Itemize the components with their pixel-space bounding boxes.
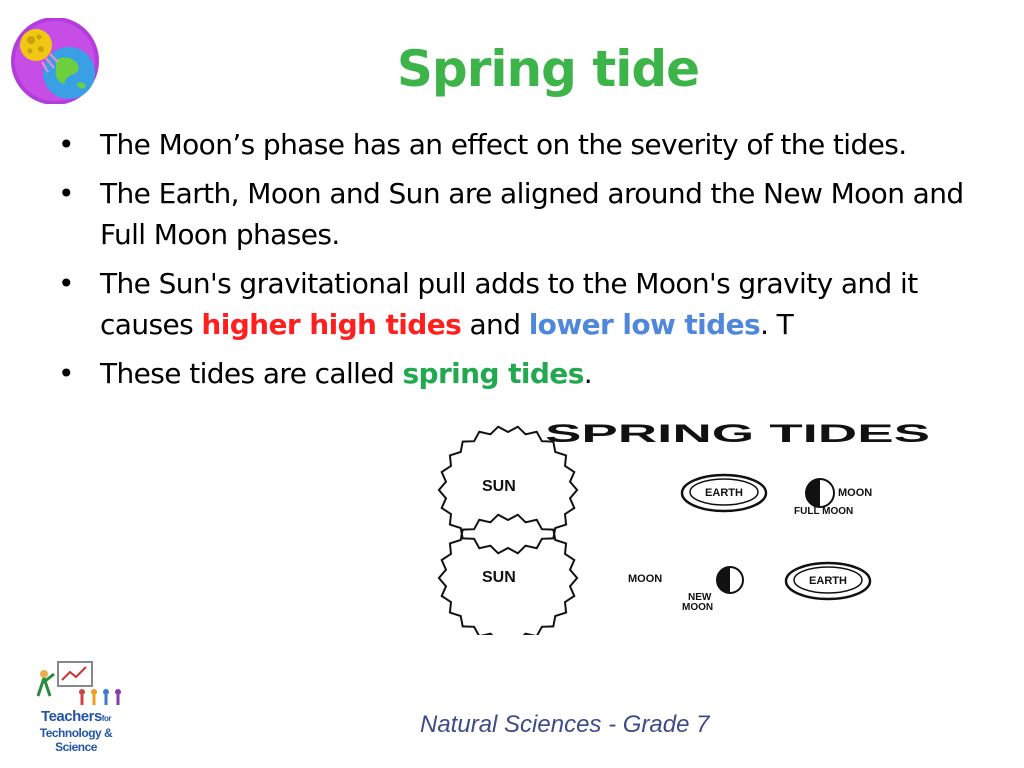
bullet-item: • The Earth, Moon and Sun are aligned aro… (58, 173, 978, 255)
sun-label: SUN (482, 478, 516, 495)
earth-icon: EARTH (784, 561, 872, 601)
moon-label: MOON (838, 487, 872, 499)
diagram-heading: SPRING TIDES (545, 420, 930, 448)
new-moon-label-2: MOON (682, 602, 713, 613)
bullet-item: • The Moon’s phase has an effect on the s… (58, 124, 978, 165)
bullet-text: The Moon’s phase has an effect on the se… (100, 128, 907, 161)
bullet-item: • These tides are called spring tides. (58, 353, 978, 394)
earth-label: EARTH (809, 575, 847, 587)
teachers-figures-icon (36, 661, 121, 705)
bullet-text: The Sun's gravitational pull adds to the… (100, 267, 918, 341)
bullet-text: . T (760, 308, 794, 341)
full-moon-icon: MOON FULL MOON (794, 478, 872, 517)
bullet-dot-icon: • (58, 177, 75, 210)
bullet-text: The Earth, Moon and Sun are aligned arou… (100, 177, 964, 251)
sun-icon: SUN (437, 425, 579, 555)
earth-label: EARTH (705, 487, 743, 499)
new-moon-label-1: NEW (688, 592, 712, 603)
bullet-dot-icon: • (58, 128, 75, 161)
spring-tides-diagram: SPRING TIDES SUN EARTH MOON FULL MOON SU… (437, 420, 930, 635)
bullet-text: . (583, 357, 593, 390)
sun-icon: SUN (437, 513, 579, 635)
full-moon-label: FULL MOON (794, 506, 853, 517)
bullet-item: • The Sun's gravitational pull adds to th… (58, 263, 978, 345)
highlighted-term: higher high tides (201, 308, 462, 341)
footer-text: Natural Sciences - Grade 7 (420, 711, 710, 738)
bullet-dot-icon: • (58, 357, 75, 390)
highlighted-term: spring tides (402, 357, 584, 390)
bullet-list: • The Moon’s phase has an effect on the s… (58, 124, 978, 402)
new-moon-icon: MOON NEW MOON (628, 566, 744, 613)
sun-label: SUN (482, 569, 516, 586)
bullet-text: These tides are called (100, 357, 403, 390)
bullet-dot-icon: • (58, 267, 75, 300)
moon-earth-logo-icon (11, 18, 99, 104)
moon-label: MOON (628, 573, 662, 585)
logo-line1: Teachersfor (41, 708, 111, 725)
teachers-logo: Teachersfor Technology & Science (24, 660, 128, 754)
highlighted-term: lower low tides (528, 308, 761, 341)
bullet-text: and (461, 308, 529, 341)
logo-line2: Technology & Science (39, 726, 113, 754)
earth-icon: EARTH (680, 473, 768, 513)
slide-title: Spring tide (396, 40, 700, 98)
